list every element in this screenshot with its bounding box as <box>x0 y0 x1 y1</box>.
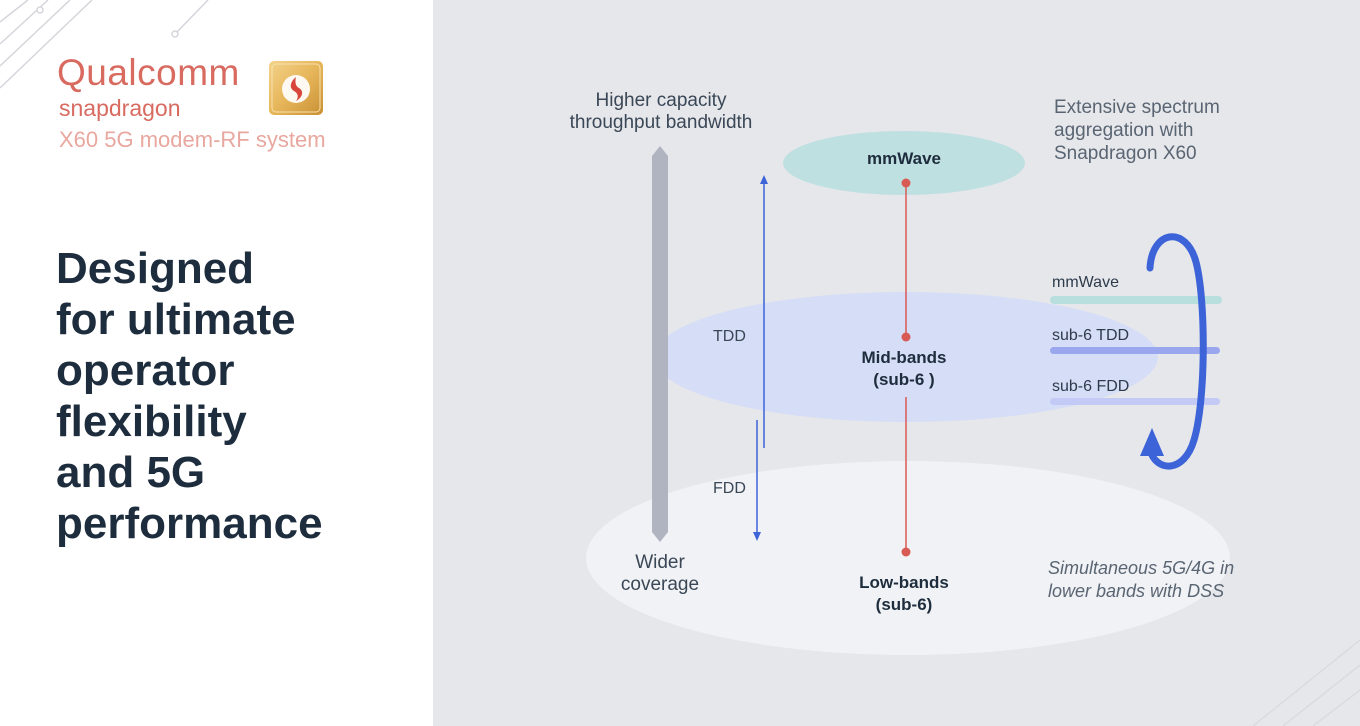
aggregation-note: Extensive spectrum aggregation with Snap… <box>1054 97 1220 164</box>
mmwave-ellipse <box>783 131 1025 195</box>
fdd-label: FDD <box>713 480 746 497</box>
mid-band-label: Mid-bands (sub-6 ) <box>861 348 947 389</box>
legend-label-sub6-tdd: sub-6 TDD <box>1052 327 1130 344</box>
legend-strip-sub6-fdd <box>1050 398 1220 405</box>
legend-label-mmwave: mmWave <box>1052 274 1119 291</box>
duplex-arrows <box>753 175 768 541</box>
decorative-circuit-lines <box>0 0 209 89</box>
capacity-coverage-axis <box>652 146 668 542</box>
mid-band-ellipse <box>654 292 1158 422</box>
low-band-label: Low-bands (sub-6) <box>859 573 949 614</box>
dss-note: Simultaneous 5G/4G in lower bands with D… <box>1048 558 1235 601</box>
tdd-label: TDD <box>713 328 746 345</box>
aggregation-loop-arrow <box>1140 233 1207 470</box>
legend-strips <box>1050 296 1222 405</box>
decorative-circuit-lines-right <box>1252 639 1360 726</box>
legend-strip-mmwave <box>1050 296 1222 304</box>
left-panel: Qualcomm snapdragon X60 5G modem-RF syst… <box>0 0 433 726</box>
legend-label-sub6-fdd: sub-6 FDD <box>1052 378 1130 395</box>
brand-wordmark: Qualcomm <box>57 52 240 93</box>
product-line: X60 5G modem-RF system <box>59 127 326 152</box>
legend-strip-sub6-tdd <box>1050 347 1220 354</box>
band-connectors <box>901 178 911 557</box>
low-band-ellipse <box>586 461 1230 655</box>
mmwave-band-label: mmWave <box>866 149 941 168</box>
sub-brand: snapdragon <box>59 95 181 121</box>
axis-top-label: Higher capacity throughput bandwidth <box>569 90 753 133</box>
snapdragon-chip-icon <box>269 61 323 115</box>
axis-bottom-label: Wider coverage <box>620 552 700 595</box>
headline: Designed for ultimate operator flexibili… <box>56 244 323 548</box>
